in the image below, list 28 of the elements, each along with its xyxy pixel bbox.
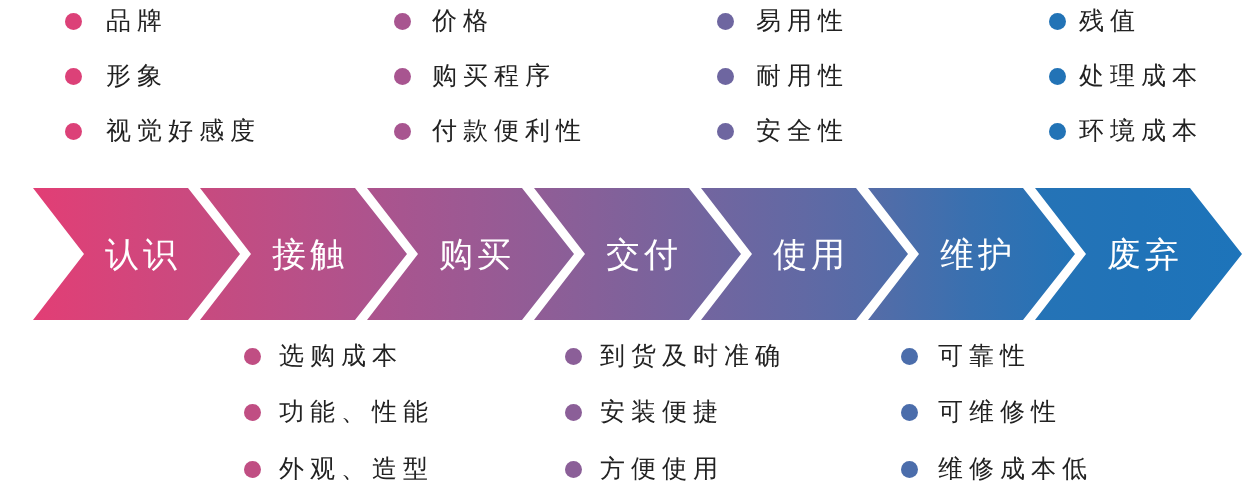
step-label: 使用 (772, 234, 849, 274)
step-label: 认识 (104, 234, 181, 274)
list-item: 购买程序 (432, 61, 556, 91)
list-item: 处理成本 (1079, 61, 1203, 91)
list-item: 形象 (106, 61, 168, 91)
step-label: 购买 (438, 234, 515, 274)
list-item: 价格 (432, 6, 494, 36)
step-label: 维护 (939, 234, 1016, 274)
list-item: 视觉好感度 (106, 116, 261, 146)
step-label: 接触 (271, 234, 348, 274)
list-item: 环境成本 (1079, 116, 1203, 146)
list-item: 易用性 (756, 6, 849, 36)
list-item: 安装便捷 (600, 397, 724, 427)
list-item: 维修成本低 (938, 454, 1093, 484)
step-label: 废弃 (1106, 234, 1183, 274)
list-item: 选购成本 (279, 341, 403, 371)
list-item: 残值 (1079, 6, 1141, 36)
list-item: 功能、性能 (279, 397, 434, 427)
step-label: 交付 (605, 234, 682, 274)
list-item: 外观、造型 (279, 454, 434, 484)
list-item: 可维修性 (938, 397, 1062, 427)
list-item: 可靠性 (938, 341, 1031, 371)
list-item: 方便使用 (600, 454, 724, 484)
list-item: 品牌 (106, 6, 168, 36)
list-item: 耐用性 (756, 61, 849, 91)
list-item: 付款便利性 (432, 116, 587, 146)
list-item: 到货及时准确 (600, 341, 786, 371)
list-item: 安全性 (756, 116, 849, 146)
